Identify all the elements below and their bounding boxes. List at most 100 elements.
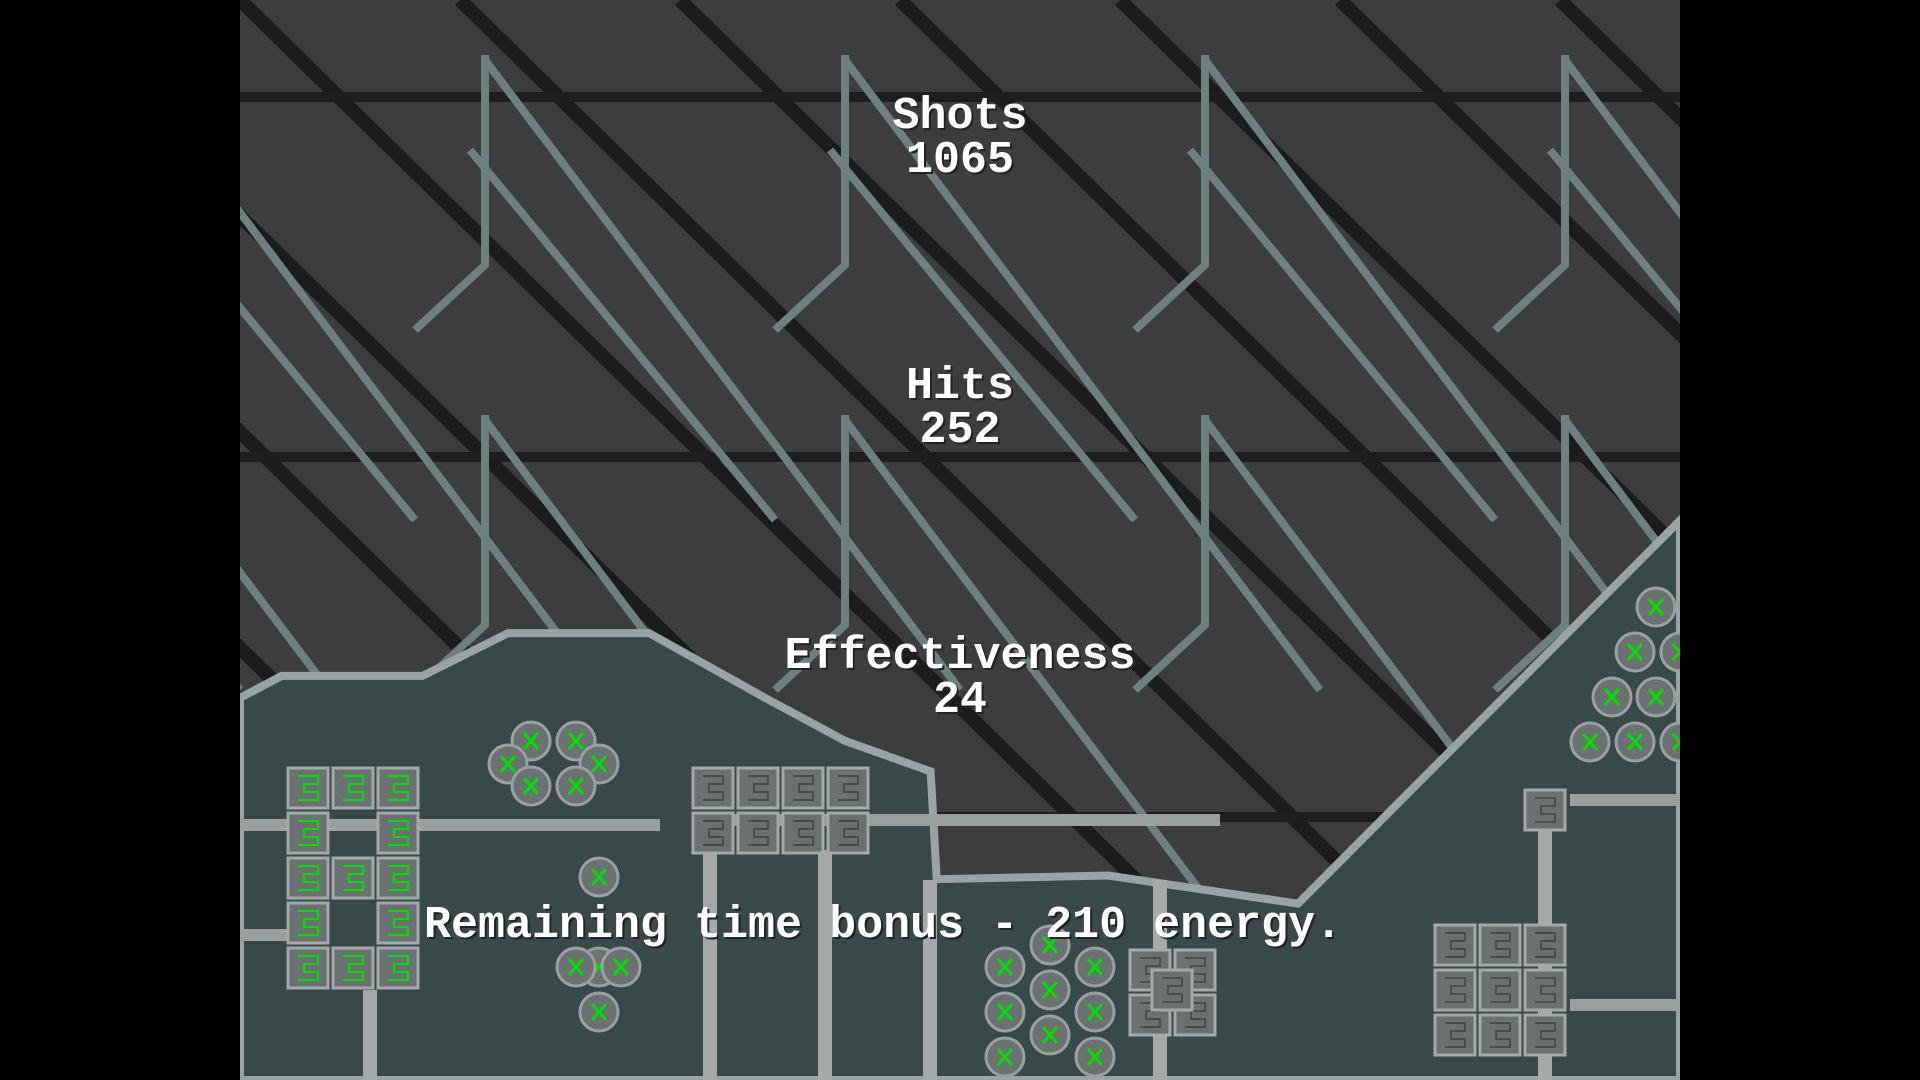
pod-light bbox=[1041, 981, 1059, 999]
tile-glyph bbox=[793, 820, 814, 846]
lattice-line bbox=[240, 301, 419, 523]
tile bbox=[331, 766, 375, 810]
pod-light bbox=[1041, 936, 1059, 954]
tile-glyph bbox=[388, 865, 409, 891]
shadow-stripe bbox=[895, 0, 1680, 776]
lattice-line bbox=[481, 57, 964, 693]
pod-light bbox=[499, 755, 517, 773]
tile-glyph bbox=[298, 820, 319, 846]
terrain bbox=[240, 514, 1680, 1080]
lattice-line bbox=[1201, 57, 1680, 693]
tile bbox=[781, 811, 825, 855]
tile-glyph bbox=[388, 775, 409, 801]
pod-light bbox=[1086, 1003, 1104, 1021]
lattice-line bbox=[826, 147, 1139, 523]
lattice-line bbox=[1492, 55, 1569, 333]
lattice-line bbox=[1546, 147, 1680, 314]
shots-value: 1065 bbox=[905, 135, 1015, 186]
pod-light bbox=[1041, 1026, 1059, 1044]
tile-glyph bbox=[1162, 977, 1183, 1003]
tile bbox=[736, 811, 780, 855]
tile bbox=[376, 811, 420, 855]
tile bbox=[376, 901, 420, 945]
pod-light bbox=[590, 1003, 608, 1021]
pod-light bbox=[567, 777, 585, 795]
pod-light bbox=[996, 1003, 1014, 1021]
tile bbox=[691, 766, 735, 810]
pod-light bbox=[590, 755, 608, 773]
tile bbox=[1150, 968, 1194, 1012]
pod-light bbox=[1626, 643, 1644, 661]
tile bbox=[736, 766, 780, 810]
tile bbox=[691, 811, 735, 855]
tile bbox=[1523, 1013, 1567, 1057]
tile-glyph bbox=[1445, 932, 1466, 958]
tile-glyph bbox=[298, 955, 319, 981]
tile bbox=[781, 766, 825, 810]
tile-glyph bbox=[1535, 1022, 1556, 1048]
pod bbox=[1659, 631, 1680, 673]
tile-glyph bbox=[388, 955, 409, 981]
pod-light bbox=[1671, 733, 1680, 751]
tile-glyph bbox=[388, 910, 409, 936]
pod-light bbox=[1086, 958, 1104, 976]
tile-glyph bbox=[1445, 1022, 1466, 1048]
tile bbox=[286, 856, 330, 900]
tile-glyph bbox=[298, 910, 319, 936]
lattice-line bbox=[412, 55, 489, 333]
pod bbox=[1659, 721, 1680, 763]
tile bbox=[1478, 923, 1522, 967]
shadow-stripe bbox=[1335, 0, 1680, 344]
tile bbox=[1433, 1013, 1477, 1057]
pod-light bbox=[590, 868, 608, 886]
tile-glyph bbox=[343, 775, 364, 801]
lattice-line bbox=[1561, 57, 1680, 220]
hits-value: 252 bbox=[919, 405, 1001, 456]
tile bbox=[286, 766, 330, 810]
tile-glyph bbox=[1535, 932, 1556, 958]
game-scene bbox=[240, 0, 1680, 1080]
pod-light bbox=[1581, 733, 1599, 751]
hits-label: Hits bbox=[905, 361, 1015, 412]
lattice-line bbox=[1561, 417, 1680, 580]
horizontal-band bbox=[240, 452, 1680, 462]
lattice-line bbox=[466, 147, 779, 523]
tile-glyph bbox=[388, 820, 409, 846]
effectiveness-label: Effectiveness bbox=[784, 631, 1136, 682]
tile-glyph bbox=[343, 865, 364, 891]
horizontal-band bbox=[240, 92, 1680, 102]
tile-glyph bbox=[1535, 797, 1556, 823]
pod-light bbox=[567, 732, 585, 750]
effectiveness-value: 24 bbox=[932, 675, 987, 726]
lattice-line bbox=[1186, 147, 1499, 523]
tile bbox=[286, 901, 330, 945]
pod-light bbox=[1086, 1048, 1104, 1066]
tile bbox=[1478, 1013, 1522, 1057]
lattice-line bbox=[1132, 55, 1209, 333]
tile-glyph bbox=[1445, 977, 1466, 1003]
lattice-line bbox=[1492, 415, 1569, 693]
tile bbox=[1523, 968, 1567, 1012]
tile-glyph bbox=[703, 820, 724, 846]
tile bbox=[826, 766, 870, 810]
tile bbox=[1523, 923, 1567, 967]
tile bbox=[1433, 923, 1477, 967]
tile-glyph bbox=[1490, 977, 1511, 1003]
pod-light bbox=[612, 958, 630, 976]
tile bbox=[376, 766, 420, 810]
tile-glyph bbox=[793, 775, 814, 801]
tile-glyph bbox=[838, 820, 859, 846]
bonus-message: Remaining time bonus - 210 energy. bbox=[424, 900, 1343, 951]
pod-light bbox=[522, 777, 540, 795]
tile-glyph bbox=[1490, 932, 1511, 958]
pod-light bbox=[1647, 598, 1665, 616]
tile-glyph bbox=[838, 775, 859, 801]
pod-light bbox=[567, 958, 585, 976]
tile-glyph bbox=[298, 775, 319, 801]
tile bbox=[331, 856, 375, 900]
tile bbox=[826, 811, 870, 855]
lattice-line bbox=[772, 55, 849, 333]
pod-light bbox=[1671, 643, 1680, 661]
pod-light bbox=[1626, 733, 1644, 751]
tile-glyph bbox=[1185, 1002, 1206, 1028]
